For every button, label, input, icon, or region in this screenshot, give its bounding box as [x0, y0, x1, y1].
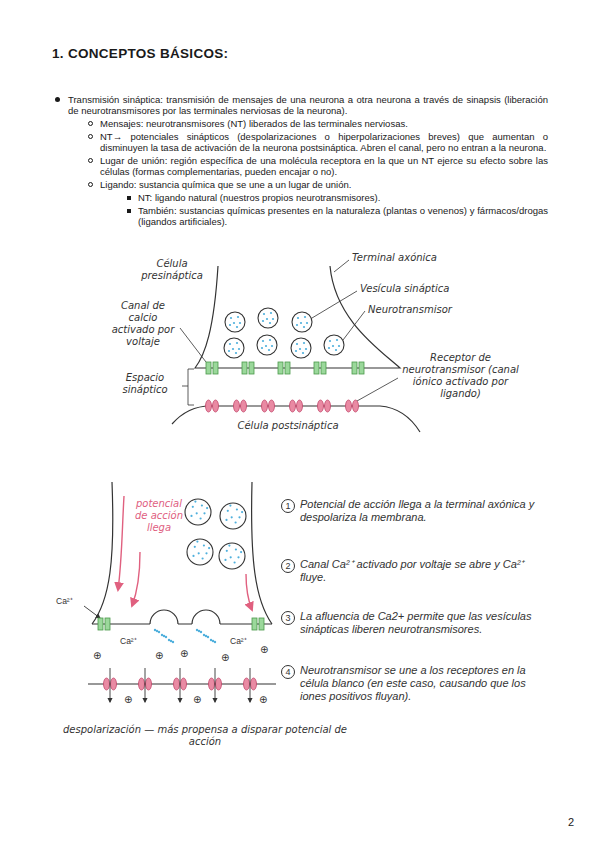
calcium-channel	[206, 362, 218, 374]
step-text: Neurotransmisor se une a los receptores …	[300, 664, 548, 703]
bullet-text: También: sustancias químicas presentes e…	[52, 205, 548, 227]
synapse-steps	[84, 482, 276, 684]
synaptic-vesicles	[185, 499, 246, 569]
pink-arrow	[132, 552, 140, 606]
part-label: Terminal axónica	[352, 252, 472, 264]
receptor	[290, 400, 303, 412]
vesicle	[224, 338, 244, 358]
section-heading: 1. CONCEPTOS BÁSICOS:	[52, 46, 228, 61]
bracket	[182, 369, 194, 405]
calcium-channels	[98, 618, 264, 630]
receptor	[346, 400, 359, 412]
callout-number: 3	[281, 611, 295, 625]
leader-line	[180, 328, 206, 362]
leader-line	[343, 311, 365, 340]
bullet-text: NT→ potenciales sinápticos (despolarizac…	[52, 131, 548, 153]
vesicle	[324, 335, 344, 355]
receptor	[234, 400, 247, 412]
ion-symbol: ⊕	[221, 652, 229, 664]
ion-symbol: ⊕	[260, 644, 268, 656]
receptor	[318, 400, 331, 412]
receptor	[139, 668, 152, 702]
vesicle	[225, 312, 245, 332]
action-potential-arrows	[118, 496, 252, 610]
calcium-channel	[278, 362, 290, 374]
part-label: Célula presináptica	[132, 258, 212, 282]
vesicle	[187, 539, 213, 565]
calcium-channel	[98, 618, 110, 630]
vesicle	[185, 499, 211, 525]
callout-number: 4	[281, 665, 295, 679]
ion-label: Ca²⁺	[230, 636, 247, 646]
presynaptic-membrane	[92, 623, 272, 624]
bullet-text: Transmisión sináptica: transmisión de me…	[52, 94, 548, 116]
bullet-text: Ligando: sustancia química que se une a …	[52, 179, 548, 190]
released-neurotransmitter	[154, 629, 216, 643]
terminal-outline	[252, 482, 272, 624]
bullet-text: Lugar de unión: región específica de una…	[52, 155, 548, 177]
leader-line	[334, 260, 349, 272]
bullet-text: NT: ligando natural (nuestros propios ne…	[52, 192, 548, 203]
pink-arrow	[118, 496, 124, 590]
vesicle	[220, 503, 246, 529]
ion-symbol: ⊕	[93, 650, 101, 662]
receptor	[174, 668, 187, 702]
step-text: Potencial de acción llega a la terminal …	[300, 498, 548, 524]
page-number: 2	[568, 816, 574, 829]
calcium-arrow	[84, 606, 100, 618]
callout-number: 2	[281, 559, 295, 573]
terminal-outline	[92, 482, 113, 624]
receptors	[206, 400, 359, 412]
part-label: Canal de calcio activado por voltaje	[106, 300, 180, 348]
vesicle	[292, 312, 312, 332]
ion-label: Ca²⁺	[56, 596, 73, 606]
bullet-text: Mensajes: neurotransmisores (NT) liberad…	[52, 118, 548, 129]
receptor	[244, 668, 257, 702]
ion-label: Ca²⁺	[120, 636, 137, 646]
part-label: Receptor de neurotransmisor (canal iónic…	[398, 352, 523, 400]
receptor	[104, 668, 117, 702]
leader-line	[312, 291, 357, 318]
ion-symbol: ⊕	[124, 694, 132, 706]
step-text: Canal Ca²⁺ activado por voltaje se abre …	[300, 558, 548, 584]
calcium-channel	[242, 362, 254, 374]
vesicle	[219, 543, 245, 569]
vesicle	[257, 335, 277, 355]
callout-number: 1	[281, 499, 295, 513]
part-label: Neurotransmisor	[368, 304, 478, 316]
calcium-channel	[352, 362, 364, 374]
part-label: Célula postsináptica	[228, 420, 348, 432]
presynaptic-terminal	[195, 266, 400, 368]
vesicle	[258, 308, 278, 328]
calcium-channel	[314, 362, 326, 374]
calcium-channels	[206, 362, 364, 374]
receptor	[209, 668, 222, 702]
bullet-list: Transmisión sináptica: transmisión de me…	[52, 94, 548, 229]
vesicle	[291, 338, 311, 358]
note: despolarización — más propensa a dispara…	[50, 724, 360, 748]
ion-symbol: ⊕	[155, 650, 163, 662]
receptor	[262, 400, 275, 412]
receptor	[206, 400, 219, 412]
pink-arrow	[246, 574, 252, 610]
leader-line	[357, 378, 398, 401]
part-label: Vesícula sináptica	[360, 283, 480, 295]
synaptic-vesicles	[224, 308, 344, 358]
part-label: Espacio sináptico	[110, 372, 180, 396]
fused-vesicle	[150, 610, 220, 624]
ion-symbol: ⊕	[259, 694, 267, 706]
ion-symbol: ⊕	[193, 694, 201, 706]
signal-label: potencial de acción llega	[130, 498, 188, 534]
ion-symbol: ⊕	[180, 648, 188, 660]
step-text: La afluencia de Ca2+ permite que las ves…	[300, 610, 548, 636]
calcium-channel	[252, 618, 264, 630]
